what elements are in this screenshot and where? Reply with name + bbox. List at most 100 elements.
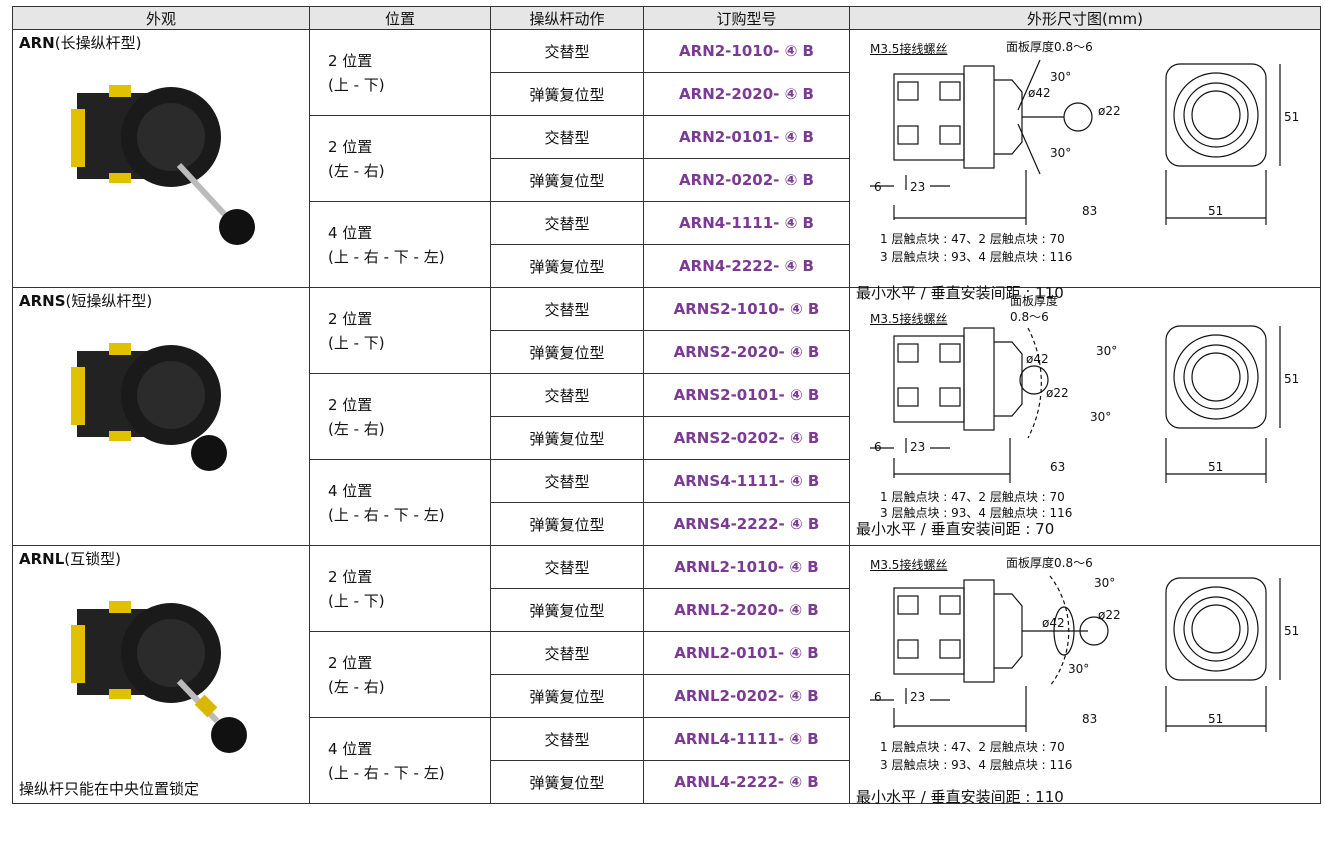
- panel-thickness-label: 面板厚度: [1010, 294, 1059, 308]
- table-row: 2 位置(左 - 右) 交替型 ARNL2-0101- ④ B: [13, 631, 1321, 718]
- dimension-drawing-svg: [870, 59, 1281, 225]
- dim-dia22: ø22: [1046, 386, 1069, 400]
- table-row: 弹簧复位型 ARN4-2222- ④ B: [13, 244, 1321, 288]
- action-cell: 弹簧复位型: [490, 72, 644, 116]
- action-cell: 弹簧复位型: [490, 760, 644, 804]
- dim-6: 6: [874, 180, 882, 194]
- table-row: 弹簧复位型 ARN2-2020- ④ B: [13, 72, 1321, 116]
- model-cell: ARNL2-0101- ④ B: [643, 631, 850, 675]
- dim-angle-top: 30°: [1096, 344, 1118, 358]
- dim-dia22: ø22: [1098, 104, 1121, 118]
- model-cell: ARNL2-2020- ④ B: [643, 588, 850, 632]
- position-cell: 2 位置(左 - 右): [309, 631, 491, 718]
- table-row: 2 位置(左 - 右) 交替型 ARN2-0101- ④ B: [13, 115, 1321, 202]
- action-cell: 交替型: [490, 201, 644, 245]
- panel-thickness-value: 0.8〜6: [1010, 310, 1049, 324]
- layer-info-1: 1 层触点块 : 47、2 层触点块 : 70: [880, 232, 1065, 246]
- model-cell: ARNL2-0202- ④ B: [643, 674, 850, 718]
- table-row: ARNL(互锁型) 操纵杆只能在中央位置锁定 2 位置(上 - 下) 交替型 A…: [12, 545, 1321, 806]
- position-cell: 2 位置(上 - 下): [309, 29, 491, 116]
- terminal-label: M3.5接线螺丝: [870, 42, 948, 56]
- table-row: 弹簧复位型 ARNL4-2222- ④ B: [13, 760, 1321, 804]
- dim-width: 51: [1208, 204, 1224, 218]
- dim-6: 6: [874, 690, 882, 704]
- product-title: ARNL(互锁型): [19, 550, 121, 568]
- action-cell: 弹簧复位型: [490, 502, 644, 546]
- table-row: 4 位置(上 - 右 - 下 - 左) 交替型 ARNS4-1111- ④ B: [13, 459, 1321, 546]
- layer-info-1: 1 层触点块 : 47、2 层触点块 : 70: [880, 740, 1065, 754]
- header-dimension: 外形尺寸图(mm): [849, 6, 1321, 30]
- model-cell: ARNS2-2020- ④ B: [643, 330, 850, 374]
- layer-info-1: 1 层触点块 : 47、2 层触点块 : 70: [880, 490, 1065, 504]
- dim-dia42: ø42: [1028, 86, 1051, 100]
- dim-height: 51: [1284, 624, 1300, 638]
- model-cell: ARN2-0101- ④ B: [643, 115, 850, 159]
- model-cell: ARN2-0202- ④ B: [643, 158, 850, 202]
- action-cell: 弹簧复位型: [490, 674, 644, 718]
- terminal-label: M3.5接线螺丝: [870, 558, 948, 572]
- action-cell: 弹簧复位型: [490, 416, 644, 460]
- product-cell-arns: ARNS(短操纵杆型): [12, 287, 310, 546]
- position-cell: 4 位置(上 - 右 - 下 - 左): [309, 201, 491, 288]
- action-cell: 弹簧复位型: [490, 330, 644, 374]
- model-cell: ARNL4-2222- ④ B: [643, 760, 850, 804]
- header-position: 位置: [309, 6, 491, 30]
- table-row: 弹簧复位型 ARNS2-2020- ④ B: [13, 330, 1321, 374]
- model-cell: ARN2-2020- ④ B: [643, 72, 850, 116]
- dim-width: 51: [1208, 460, 1224, 474]
- header-look: 外观: [12, 6, 310, 30]
- table-row: 2 位置(左 - 右) 交替型 ARNS2-0101- ④ B: [13, 373, 1321, 460]
- panel-thickness-label: 面板厚度0.8〜6: [1006, 556, 1093, 570]
- product-cell-arnl: ARNL(互锁型) 操纵杆只能在中央位置锁定: [12, 545, 310, 804]
- action-cell: 弹簧复位型: [490, 158, 644, 202]
- joystick-short-photo: [71, 343, 227, 471]
- model-cell: ARNS4-2222- ④ B: [643, 502, 850, 546]
- table-row: 弹簧复位型 ARNL2-0202- ④ B: [13, 674, 1321, 718]
- min-spacing: 最小水平 / 垂直安装间距 : 110: [856, 788, 1064, 806]
- action-cell: 交替型: [490, 631, 644, 675]
- dim-length: 63: [1050, 460, 1066, 474]
- position-cell: 4 位置(上 - 右 - 下 - 左): [309, 717, 491, 804]
- position-cell: 2 位置(左 - 右): [309, 373, 491, 460]
- position-cell: 4 位置(上 - 右 - 下 - 左): [309, 459, 491, 546]
- dim-length: 83: [1082, 712, 1098, 726]
- table-row: ARN(长操纵杆型) 2 位置(上 - 下) 交替型 ARN2-1010- ④ …: [12, 29, 1321, 302]
- action-cell: 交替型: [490, 459, 644, 503]
- table-row: 4 位置(上 - 右 - 下 - 左) 交替型 ARN4-1111- ④ B: [13, 201, 1321, 288]
- table-row: ARNS(短操纵杆型) 2 位置(上 - 下) 交替型 ARNS2-1010- …: [12, 287, 1321, 546]
- layer-info-2: 3 层触点块 : 93、4 层触点块 : 116: [880, 250, 1073, 264]
- dim-height: 51: [1284, 110, 1300, 124]
- table-row: 弹簧复位型 ARNS2-0202- ④ B: [13, 416, 1321, 460]
- dimension-drawing-arnl: M3.5接线螺丝 面板厚度0.8〜6 6 23 83 51 51 ø42 ø22…: [849, 545, 1321, 806]
- header-row: 外观 位置 操纵杆动作 订购型号 外形尺寸图(mm): [12, 6, 1321, 30]
- model-cell: ARNL2-1010- ④ B: [643, 545, 850, 589]
- model-cell: ARN4-2222- ④ B: [643, 244, 850, 288]
- action-cell: 交替型: [490, 29, 644, 73]
- dim-dia22: ø22: [1098, 608, 1121, 622]
- joystick-interlock-photo: [71, 601, 247, 753]
- dimension-drawing-svg: [870, 325, 1281, 483]
- dim-width: 51: [1208, 712, 1224, 726]
- dimension-drawing-svg: [870, 575, 1281, 732]
- position-cell: 2 位置(上 - 下): [309, 287, 491, 374]
- dim-23: 23: [910, 690, 926, 704]
- product-cell-arn: ARN(长操纵杆型): [12, 29, 310, 288]
- min-spacing: 最小水平 / 垂直安装间距 : 70: [856, 520, 1055, 538]
- table-row: 弹簧复位型 ARNS4-2222- ④ B: [13, 502, 1321, 546]
- dim-23: 23: [910, 180, 926, 194]
- layer-info-2: 3 层触点块 : 93、4 层触点块 : 116: [880, 758, 1073, 772]
- dim-dia42: ø42: [1026, 352, 1049, 366]
- dim-23: 23: [910, 440, 926, 454]
- action-cell: 交替型: [490, 287, 644, 331]
- terminal-label: M3.5接线螺丝: [870, 312, 948, 326]
- dim-dia42: ø42: [1042, 616, 1065, 630]
- action-cell: 交替型: [490, 373, 644, 417]
- position-cell: 2 位置(左 - 右): [309, 115, 491, 202]
- joystick-switch-table: 外观 位置 操纵杆动作 订购型号 外形尺寸图(mm) ARN(长操纵杆型): [12, 6, 1321, 806]
- action-cell: 交替型: [490, 717, 644, 761]
- table-row: 弹簧复位型 ARNL2-2020- ④ B: [13, 588, 1321, 632]
- dim-angle-top: 30°: [1050, 70, 1072, 84]
- dimension-drawing-arns: 面板厚度 M3.5接线螺丝 0.8〜6 6 23 63 51 51 ø42 ø2…: [849, 287, 1321, 546]
- product-title: ARNS(短操纵杆型): [19, 292, 153, 310]
- dim-length: 83: [1082, 204, 1098, 218]
